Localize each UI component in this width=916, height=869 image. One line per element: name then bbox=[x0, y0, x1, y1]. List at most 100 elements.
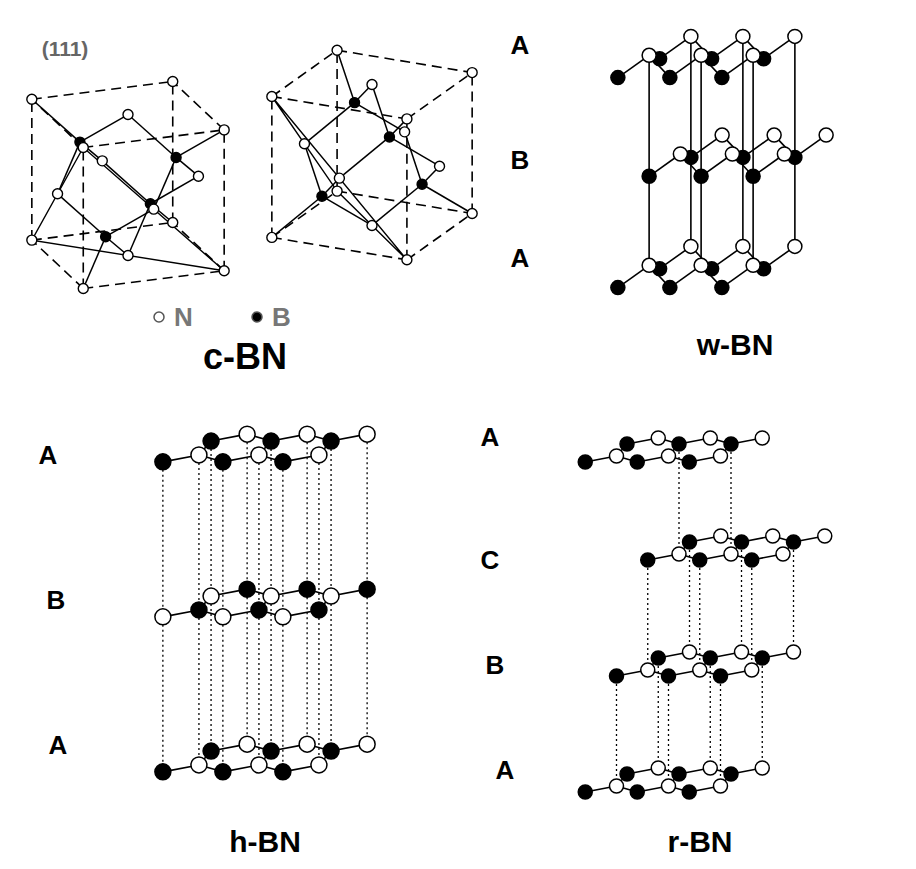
bond-line bbox=[389, 137, 439, 166]
nitrogen-atom bbox=[191, 447, 207, 463]
interlayer-line bbox=[730, 444, 731, 554]
nitrogen-atom bbox=[713, 449, 727, 463]
bond-line bbox=[83, 237, 105, 289]
bond-line bbox=[339, 137, 389, 178]
cell-edge bbox=[32, 82, 173, 100]
rhombohedral-structure bbox=[578, 431, 832, 799]
boron-atom bbox=[715, 71, 729, 85]
boron-atom bbox=[203, 433, 219, 449]
nitrogen-atom bbox=[311, 447, 327, 463]
interlayer-line bbox=[198, 455, 199, 610]
boron-atom bbox=[155, 454, 171, 470]
interlayer-line bbox=[751, 560, 752, 670]
interlayer-line bbox=[258, 610, 259, 765]
bond-line bbox=[322, 196, 372, 225]
boron-atom bbox=[578, 455, 592, 469]
nitrogen-atom bbox=[703, 761, 717, 775]
interlayer-line bbox=[689, 542, 690, 652]
boron-atom bbox=[703, 651, 717, 665]
nitrogen-atom bbox=[683, 645, 697, 659]
cell-edge bbox=[173, 82, 224, 130]
boron-atom bbox=[620, 437, 634, 451]
boron-atom bbox=[682, 455, 696, 469]
nitrogen-atom bbox=[299, 139, 309, 149]
nitrogen-atom bbox=[123, 110, 133, 120]
stacking-letter: A bbox=[511, 245, 530, 271]
bond-line bbox=[128, 115, 176, 158]
nitrogen-atom bbox=[191, 757, 207, 773]
bond-line bbox=[752, 55, 754, 176]
boron-atom bbox=[263, 433, 279, 449]
bond-line bbox=[102, 161, 150, 204]
boron-atom bbox=[672, 767, 686, 781]
nitrogen-atom bbox=[777, 147, 791, 161]
boron-atom bbox=[735, 535, 749, 549]
boron-atom bbox=[215, 764, 231, 780]
boron-atom bbox=[317, 191, 327, 201]
boron-atom bbox=[611, 281, 625, 295]
bond-line bbox=[372, 85, 389, 137]
boron-atom bbox=[299, 581, 315, 597]
interlayer-line bbox=[162, 617, 163, 772]
nitrogen-atom bbox=[435, 161, 445, 171]
nitrogen-atom bbox=[684, 29, 698, 43]
cell-edge bbox=[83, 130, 224, 148]
legend-text: B bbox=[272, 304, 291, 330]
nitrogen-atom bbox=[642, 48, 656, 62]
bond-line bbox=[154, 157, 176, 209]
nitrogen-atom bbox=[334, 173, 344, 183]
boron-atom bbox=[672, 437, 686, 451]
interlayer-line bbox=[282, 462, 283, 617]
nitrogen-atom bbox=[275, 609, 291, 625]
bond-line bbox=[355, 103, 405, 132]
nitrogen-atom bbox=[367, 220, 377, 230]
nitrogen-atom bbox=[745, 663, 759, 677]
boron-atom bbox=[417, 179, 427, 189]
nitrogen-atom bbox=[693, 663, 707, 677]
bond-line bbox=[304, 144, 321, 196]
nitrogen-atom bbox=[642, 258, 656, 272]
boron-atom bbox=[787, 535, 801, 549]
interlayer-line bbox=[318, 455, 319, 610]
nitrogen-atom bbox=[251, 447, 267, 463]
cell-edge bbox=[336, 50, 338, 191]
bond-line bbox=[648, 176, 650, 265]
interlayer-line bbox=[699, 560, 700, 670]
panel-title: h-BN bbox=[229, 827, 301, 857]
boron-atom bbox=[203, 743, 219, 759]
nitrogen-atom bbox=[299, 736, 315, 752]
nitrogen-atom bbox=[641, 663, 655, 677]
nitrogen-atom bbox=[766, 529, 780, 543]
interlayer-line bbox=[282, 617, 283, 772]
interlayer-line bbox=[246, 434, 247, 589]
stacking-letter: A bbox=[511, 32, 530, 58]
nitrogen-atom bbox=[402, 114, 412, 124]
nitrogen-atom bbox=[703, 431, 717, 445]
boron-atom bbox=[713, 669, 727, 683]
nitrogen-atom bbox=[267, 232, 277, 242]
panel-title: c-BN bbox=[203, 339, 287, 375]
boron-atom bbox=[323, 433, 339, 449]
interlayer-line bbox=[366, 434, 367, 589]
nitrogen-atom bbox=[359, 426, 375, 442]
nitrogen-atom bbox=[788, 239, 802, 253]
bond-line bbox=[58, 142, 80, 194]
boron-atom bbox=[251, 602, 267, 618]
nitrogen-atom bbox=[123, 250, 133, 260]
nitrogen-atom bbox=[694, 48, 708, 62]
nitrogen-atom bbox=[168, 77, 178, 87]
nitrogen-atom bbox=[661, 449, 675, 463]
bond-line bbox=[337, 50, 354, 102]
stacking-letter: A bbox=[39, 442, 58, 468]
interlayer-line bbox=[668, 676, 669, 786]
boron-atom bbox=[609, 669, 623, 683]
nitrogen-atom bbox=[78, 143, 88, 153]
cell-edge bbox=[271, 97, 273, 238]
nitrogen-atom bbox=[715, 128, 729, 142]
nitrogen-atom bbox=[155, 609, 171, 625]
nitrogen-atom bbox=[694, 258, 708, 272]
boron-atom bbox=[611, 71, 625, 85]
cell-edge bbox=[223, 130, 225, 271]
interlayer-line bbox=[678, 444, 679, 554]
